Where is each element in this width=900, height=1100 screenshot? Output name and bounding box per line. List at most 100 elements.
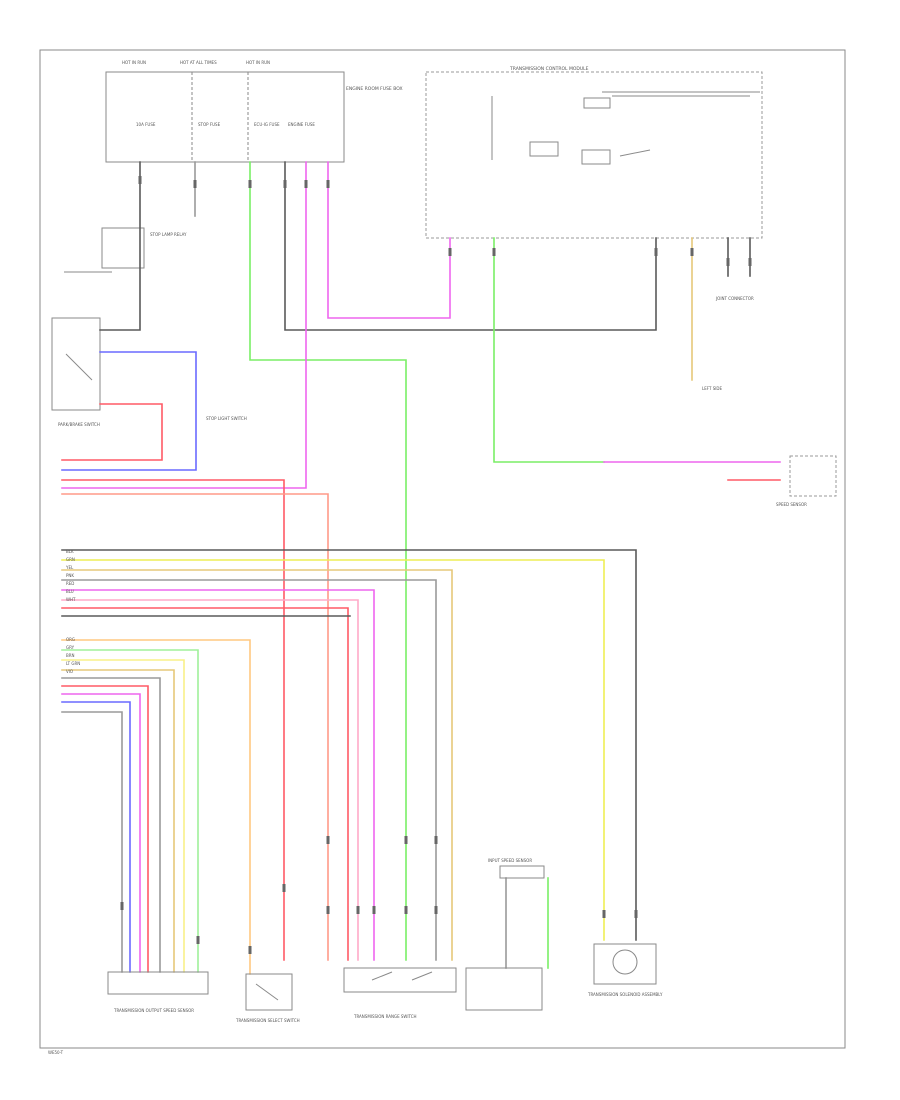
wire-salmon: [61, 493, 329, 961]
wire-lightgreen: [61, 649, 199, 973]
connector-pin: [304, 180, 308, 188]
joint-connector-label: JOINT CONNECTOR: [715, 296, 754, 301]
module-internal-block: [581, 149, 611, 165]
solenoid-coil: [612, 949, 638, 975]
bottom-component-label-1: TRANSMISSION OUTPUT SPEED SENSOR: [113, 1008, 194, 1013]
connector-pin: [248, 946, 252, 954]
wire-code-label: BRN: [66, 653, 75, 658]
wire-green: [249, 161, 407, 961]
wire-magenta: [61, 161, 307, 489]
control-module-title: TRANSMISSION CONTROL MODULE: [509, 66, 589, 72]
park-brake-switch: [51, 317, 101, 411]
wire-code-label: BLU: [66, 589, 74, 594]
connector-pin: [404, 906, 408, 914]
input-speed-sensor: [465, 967, 543, 1011]
wire-red: [61, 607, 349, 961]
wire-tan: [61, 569, 453, 961]
connector-pin: [634, 910, 638, 918]
wire-green: [493, 237, 605, 463]
connector-pin: [448, 248, 452, 256]
wire-code-label: VIO: [66, 669, 73, 674]
wire-red: [61, 403, 163, 461]
connector-pin: [434, 906, 438, 914]
connector-pin: [748, 258, 752, 266]
wire-pink: [61, 599, 359, 961]
fuse-box: [105, 71, 345, 163]
connector-pin: [690, 248, 694, 256]
connector-pin: [492, 248, 496, 256]
wire-code-label: ORG: [66, 637, 75, 642]
wire-tan: [61, 669, 175, 973]
wire-magenta: [61, 693, 141, 973]
connector-pin: [196, 936, 200, 944]
bottom-component-label-4: INPUT SPEED SENSOR: [488, 858, 532, 863]
connector-pin: [193, 180, 197, 188]
footer-code: WE50-T: [48, 1050, 64, 1055]
wire-magenta: [61, 589, 375, 961]
range-switch-contact: [411, 971, 433, 981]
wire-code-label: GRY: [66, 645, 75, 650]
wire-code-label: PNK: [66, 573, 74, 578]
park-brake-switch-label: PARK/BRAKE SWITCH: [58, 422, 100, 427]
fuse-item-3: ECU-IG FUSE: [254, 122, 280, 127]
left-side-label: LEFT SIDE: [702, 386, 723, 391]
wire-lightyellow: [61, 659, 185, 973]
connector-pin: [326, 906, 330, 914]
connector-pin: [248, 180, 252, 188]
connector-pin: [404, 836, 408, 844]
speed-sensor-block: [789, 455, 837, 497]
connector-pin: [372, 906, 376, 914]
connector-pin: [138, 176, 142, 184]
wire-gray: [61, 579, 437, 961]
bottom-component-label-2: TRANSMISSION SELECT SWITCH: [235, 1018, 300, 1023]
connector-pin: [434, 836, 438, 844]
wire-red: [61, 479, 285, 961]
stop-lamp-relay-label: STOP LAMP RELAY: [150, 232, 187, 237]
wire-group: [61, 161, 781, 975]
wire-code-label: BLK: [66, 549, 74, 554]
connector-pin: [356, 906, 360, 914]
top-fuse-label-1: HOT IN RUN: [122, 60, 146, 65]
wire-label-group: BLK GRN YEL PNK RED BLU WHT ORG GRY BRN …: [65, 549, 80, 674]
input-speed-sensor-connector: [499, 865, 545, 879]
wire-orange: [61, 639, 251, 975]
wire-black: [61, 549, 637, 941]
stop-lamp-relay: [101, 227, 145, 269]
control-module: [425, 71, 763, 239]
connector-pin: [283, 180, 287, 188]
connector-pin: [120, 902, 124, 910]
wire-black: [284, 161, 657, 331]
module-internal-switch: [619, 149, 651, 157]
connector-pin: [326, 836, 330, 844]
fuse-item-1: 10A FUSE: [136, 122, 156, 127]
wire-blue: [61, 351, 197, 471]
wire-code-label: LT GRN: [66, 661, 80, 666]
connector-pin: [326, 180, 330, 188]
wire-blue: [61, 701, 131, 973]
connector-pin: [602, 910, 606, 918]
transmission-solenoid: [593, 943, 657, 985]
fuse-item-2: STOP FUSE: [198, 122, 221, 127]
wire-red: [61, 685, 149, 973]
wire-code-label: GRN: [66, 557, 75, 562]
wire-black: [99, 161, 141, 331]
wire-magenta: [327, 161, 451, 319]
wire-yellow: [61, 559, 605, 941]
speed-sensor-label: SPEED SENSOR: [776, 502, 807, 507]
wire-gray: [61, 677, 161, 973]
module-internal-block: [583, 97, 611, 109]
diagram-frame: [39, 49, 846, 1049]
fuse-item-4: ENGINE FUSE: [288, 122, 315, 127]
range-switch-contact: [371, 971, 393, 981]
fuse-box-title: ENGINE ROOM FUSE BOX: [346, 86, 403, 92]
bottom-component-label-3: TRANSMISSION RANGE SWITCH: [353, 1014, 417, 1019]
select-switch-contact: [255, 983, 279, 1001]
wire-code-label: YEL: [65, 565, 74, 570]
output-speed-sensor: [107, 971, 209, 995]
park-brake-switch-contact: [65, 353, 93, 381]
connector-pin: [654, 248, 658, 256]
module-internal-block: [529, 141, 559, 157]
transmission-select-switch: [245, 973, 293, 1011]
wire-code-label: RED: [66, 581, 74, 586]
